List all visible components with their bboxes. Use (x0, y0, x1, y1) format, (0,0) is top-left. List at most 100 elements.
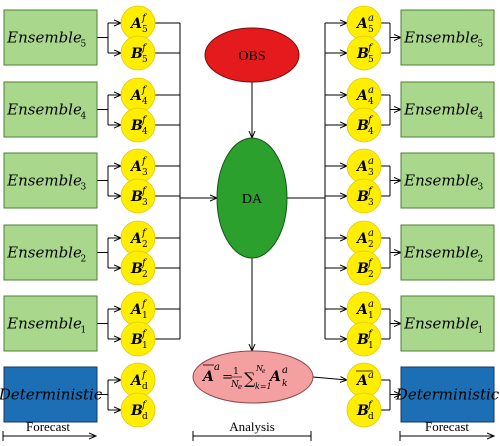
left-circle-symbol: A (129, 373, 142, 389)
connectors (97, 23, 401, 410)
right-circle-sub: 1 (368, 311, 374, 321)
right-box-label: Ensemble (403, 244, 479, 262)
left-circle-symbol: B (130, 403, 143, 419)
right-circle-sup: f (367, 186, 374, 197)
right-box-sub: 5 (478, 40, 484, 50)
left-circle-sup: f (141, 13, 148, 24)
formula-frac-num: 1 (233, 367, 239, 377)
left-circle-sub: 3 (142, 198, 148, 208)
left-circle-sub: 2 (142, 270, 148, 280)
left-box-label: Ensemble (6, 29, 82, 47)
left-circle-sup: f (141, 186, 148, 197)
left-circle-symbol: A (129, 16, 142, 32)
right-circle-symbol: B (356, 332, 369, 348)
right-circle-symbol: A (355, 231, 368, 247)
forecast-label-left: Forecast (26, 419, 70, 434)
right-circle-sup: f (367, 43, 374, 54)
left-circle-sup: f (141, 258, 148, 269)
left-box-det: Deterministic (0, 366, 103, 423)
right-circle-symbol: A (355, 88, 368, 104)
left-circle-sup: f (141, 156, 148, 167)
right-circle-symbol: A (355, 159, 368, 175)
right-circle-sub: 2 (368, 240, 374, 250)
left-circle-sup: f (141, 299, 148, 310)
right-circle-sup: a (368, 156, 374, 167)
right-circle-symbol: B (356, 261, 369, 277)
right-circle-sub: 3 (368, 198, 374, 208)
right-circle-sub: 5 (368, 25, 374, 35)
left-box-label: Ensemble (6, 172, 82, 190)
left-box-sub: 3 (81, 183, 87, 193)
right-box-sub: 2 (478, 255, 484, 265)
left-circle-symbol: A (129, 302, 142, 318)
left-circle-sub: d (142, 412, 148, 422)
right-circle-sub: 3 (368, 168, 374, 178)
left-box-sub: 4 (81, 112, 87, 122)
left-circle-sub: 4 (142, 97, 148, 107)
right-circle-sup: a (368, 85, 374, 96)
formula-equals: = (222, 370, 233, 385)
formula-sum-top: N (255, 364, 264, 373)
right-circle-symbol: A (355, 302, 368, 318)
left-box-label: Ensemble (6, 244, 82, 262)
formula-term: A (268, 369, 281, 385)
da-label: DA (242, 192, 263, 207)
left-box-label: Deterministic (0, 386, 103, 404)
left-circle-sup: f (141, 43, 148, 54)
obs-node: OBS (204, 27, 300, 83)
left-box-sub: 1 (81, 326, 87, 336)
left-circle-sub: 5 (142, 25, 148, 35)
right-circle-sub: 4 (368, 97, 374, 107)
left-circle-sup: f (141, 115, 148, 126)
right-circle-symbol: A (355, 16, 368, 32)
left-boxes: Ensemble5Ensemble4Ensemble3Ensemble2Ense… (0, 9, 103, 423)
left-box-label: Ensemble (6, 315, 82, 333)
right-circle-sup: a (368, 299, 374, 310)
left-circle-sub: 1 (142, 341, 148, 351)
formula-sum-bottom: k=1 (255, 382, 272, 391)
right-circle-sup: f (367, 400, 374, 411)
left-circle-symbol: A (129, 231, 142, 247)
left-circle-symbol: A (129, 159, 142, 175)
formula-sum: ∑ (244, 369, 256, 388)
right-circle-sup: a (368, 13, 374, 24)
da-node: DA (216, 137, 288, 259)
formula-term-sub: k (282, 379, 287, 389)
formula-frac-den: N (230, 380, 240, 390)
left-circle-sub: 4 (142, 127, 148, 137)
mean-ellipse (192, 350, 314, 404)
right-circle-sub: d (368, 412, 374, 422)
left-circle-sup: f (141, 400, 148, 411)
right-box-label: Deterministic (395, 386, 500, 404)
formula-sum-top-sub: e (262, 368, 266, 375)
right-circle-sup: f (367, 258, 374, 269)
left-circle-sub: d (142, 382, 148, 392)
obs-label: OBS (238, 49, 265, 64)
right-circle-symbol: B (356, 189, 369, 205)
right-box-sub: 1 (478, 326, 484, 336)
left-circle-symbol: B (130, 46, 143, 62)
forecast-label-right: Forecast (425, 419, 469, 434)
right-circle-sub: 4 (368, 127, 374, 137)
